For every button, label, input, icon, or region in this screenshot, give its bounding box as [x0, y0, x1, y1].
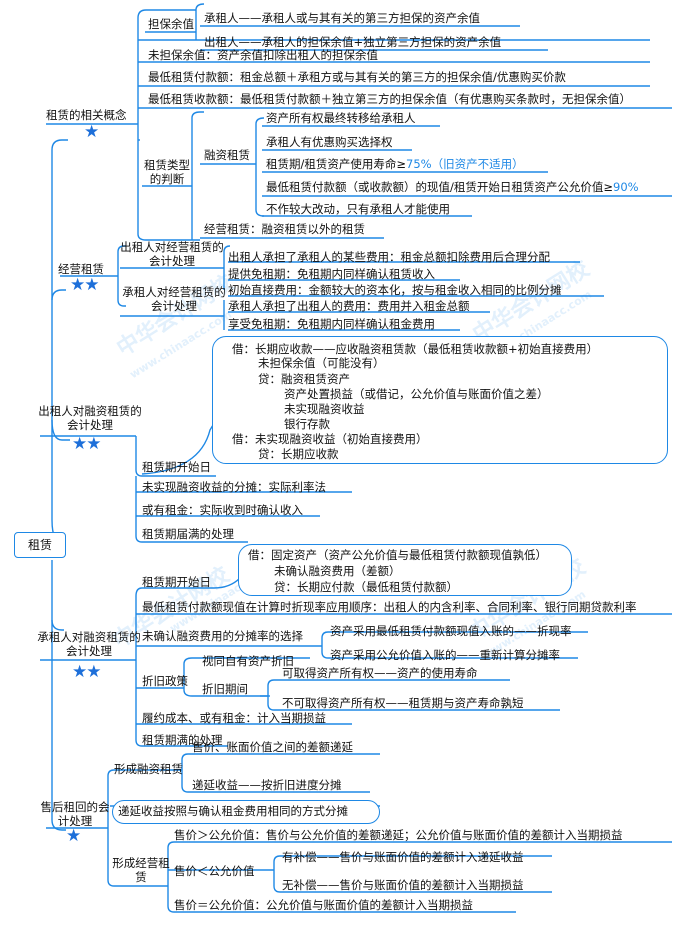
amort-label: 未确认融资费用的分摊率的选择	[142, 629, 303, 643]
lessor-start-date: 租赁期开始日	[142, 460, 211, 474]
operating-title: 经营租赁	[58, 262, 104, 276]
lessor-item-2: 或有租金：实际收到时确认收入	[142, 503, 303, 517]
finance-criterion-5: 不作较大改动，只有承租人才能使用	[266, 202, 450, 216]
lessor-finance-stars: ★★	[72, 434, 102, 454]
min-lease-payment: 最低租赁付款额：租金总额＋承租方或与其有关的第三方的担保余值/优惠购买价款	[148, 70, 566, 84]
lease-type-label: 租赁类型的判断	[140, 158, 194, 186]
guarantee-label: 担保余值	[148, 17, 194, 31]
lessor-finance-title: 出租人对融资租赁的会计处理	[38, 404, 142, 432]
operating-item-4: 承租人承担了出租人的费用：费用并入租金总额	[228, 299, 470, 313]
finance-criterion-3: 租赁期/租赁资产使用寿命≥75%（旧资产不适用）	[266, 157, 524, 171]
lessee-contingent: 履约成本、或有租金：计入当期损益	[142, 711, 326, 725]
lessee-entry-3: 贷：长期应付款（最低租赁付款额）	[274, 580, 458, 594]
depr-label: 折旧政策	[142, 674, 188, 688]
leaseback-finance-item-1: 售价、账面价值之间的差额递延	[192, 740, 353, 754]
leaseback-op-lt-item-2: 无补偿——售价与账面价值的差额计入当期损益	[282, 878, 524, 892]
amort-item-2: 资产采用公允价值入账的——重新计算分摊率	[330, 648, 560, 662]
operating-item-1: 出租人承担了承租人的某些费用：租金总额扣除费用后合理分配	[228, 250, 550, 264]
leaseback-op-lt-label: 售价＜公允价值	[174, 864, 255, 878]
leaseback-finance-label: 形成融资租赁	[114, 762, 183, 776]
operating-item-5: 享受免租期：免租期内同样确认租金费用	[228, 317, 435, 331]
depr-period-item-1: 可取得资产所有权——资产的使用寿命	[282, 666, 478, 680]
lessee-end: 租赁期满的处理	[142, 733, 223, 747]
lessee-start-date: 租赁期开始日	[142, 575, 211, 589]
lessor-entry-bubble	[212, 336, 668, 464]
min-lease-receipt: 最低租赁收款额：最低租赁付款额＋独立第三方的担保余值（有优惠购买条款时，无担保余…	[148, 92, 631, 106]
lessee-discount-order: 最低租赁付款额现值在计算时折现率应用顺序：出租人的内含利率、合同利率、银行同期贷…	[142, 600, 637, 614]
lessee-finance-stars: ★★	[72, 662, 102, 682]
operating-lessor-label: 出租人对经营租赁的会计处理	[120, 240, 224, 268]
leaseback-op-eq: 售价＝公允价值：公允价值与账面价值的差额计入当期损益	[174, 898, 473, 912]
leaseback-note-bubble	[112, 800, 380, 824]
operating-item-3: 初始直接费用：金额较大的资本化，按与租金收入相同的比例分摊	[228, 283, 562, 297]
amort-item-1: 资产采用最低租赁付款额现值入账的——折现率	[330, 624, 572, 638]
operating-lease-def: 经营租赁：融资租赁以外的租赁	[204, 222, 365, 236]
leaseback-op-lt-item-1: 有补偿——售价与账面价值的差额计入递延收益	[282, 850, 524, 864]
operating-item-2: 提供免租期：免租期内同样确认租赁收入	[228, 267, 435, 281]
guarantee-lessor: 出租人——承租人的担保余值+独立第三方担保的资产余值	[204, 35, 502, 49]
depr-period-item-2: 不可取得资产所有权——租赁期与资产寿命孰短	[282, 696, 524, 710]
lessor-entry-2: 未担保余值（可能没有）	[258, 356, 385, 370]
lessor-entry-7: 借：未实现融资收益（初始直接费用）	[232, 432, 428, 446]
finance-criterion-4: 最低租赁付款额（或收款额）的现值/租赁开始日租赁资产公允价值≥90%	[266, 180, 639, 194]
lessee-finance-title: 承租人对融资租赁的会计处理	[37, 630, 141, 658]
lease-type-text: 租赁类型的判断	[144, 158, 190, 186]
watermark-2: 中华会计网校	[468, 256, 594, 348]
lessee-entry-2: 未确认融资费用（差额）	[274, 564, 401, 578]
depr-self: 视同自有资产折旧	[202, 654, 294, 668]
lessor-item-3: 租赁期届满的处理	[142, 527, 234, 541]
leaseback-title: 售后租回的会计处理	[40, 800, 110, 828]
leaseback-stars: ★	[66, 826, 81, 846]
lessor-entry-4: 资产处置损益（或借记，公允价值与账面价值之差）	[284, 387, 549, 401]
finance-criterion-4-threshold: 90%	[613, 180, 639, 194]
concepts-stars: ★	[84, 122, 99, 142]
finance-criterion-4-text: 最低租赁付款额（或收款额）的现值/租赁开始日租赁资产公允价值≥	[266, 180, 614, 194]
lessor-entry-1: 借：长期应收款——应收融资租赁款（最低租赁收款额+初始直接费用）	[232, 342, 599, 356]
leaseback-op-gt: 售价＞公允价值：售价与公允价值的差额递延；公允价值与账面价值的差额计入当期损益	[174, 828, 623, 842]
lessor-item-1: 未实现融资收益的分摊：实际利率法	[142, 480, 326, 494]
finance-lease-label: 融资租赁	[204, 148, 250, 162]
lessor-entry-6: 银行存款	[284, 417, 330, 431]
concepts-title: 租赁的相关概念	[46, 108, 127, 122]
guarantee-lessee: 承租人——承租人或与其有关的第三方担保的资产余值	[204, 11, 480, 25]
leaseback-finance-item-2: 递延收益——按折旧进度分摊	[192, 778, 342, 792]
root-node: 租赁	[14, 532, 66, 558]
leaseback-operating-label: 形成经营租赁	[112, 856, 170, 884]
lessor-entry-5: 未实现融资收益	[284, 402, 365, 416]
lessee-entry-bubble	[238, 544, 572, 596]
finance-criterion-3-threshold: 75%（旧资产不适用）	[406, 157, 524, 171]
finance-criterion-3-text: 租赁期/租赁资产使用寿命≥	[266, 157, 407, 171]
leaseback-note: 递延收益按照与确认租金费用相同的方式分摊	[118, 804, 348, 818]
finance-criterion-1: 资产所有权最终转移给承租人	[266, 111, 416, 125]
lessor-entry-3: 贷：融资租赁资产	[258, 372, 350, 386]
depr-period-label: 折旧期间	[202, 682, 248, 696]
operating-stars: ★★	[70, 275, 100, 295]
operating-lessee-label: 承租人对经营租赁的会计处理	[122, 285, 226, 313]
finance-criterion-2: 承租人有优惠购买选择权	[266, 135, 393, 149]
unguaranteed-residual: 未担保余值：资产余值扣除出租人的担保余值	[148, 48, 378, 62]
lessor-entry-8: 贷：长期应收款	[258, 447, 339, 461]
lessee-entry-1: 借：固定资产（资产公允价值与最低租赁付款额现值孰低）	[248, 548, 547, 562]
